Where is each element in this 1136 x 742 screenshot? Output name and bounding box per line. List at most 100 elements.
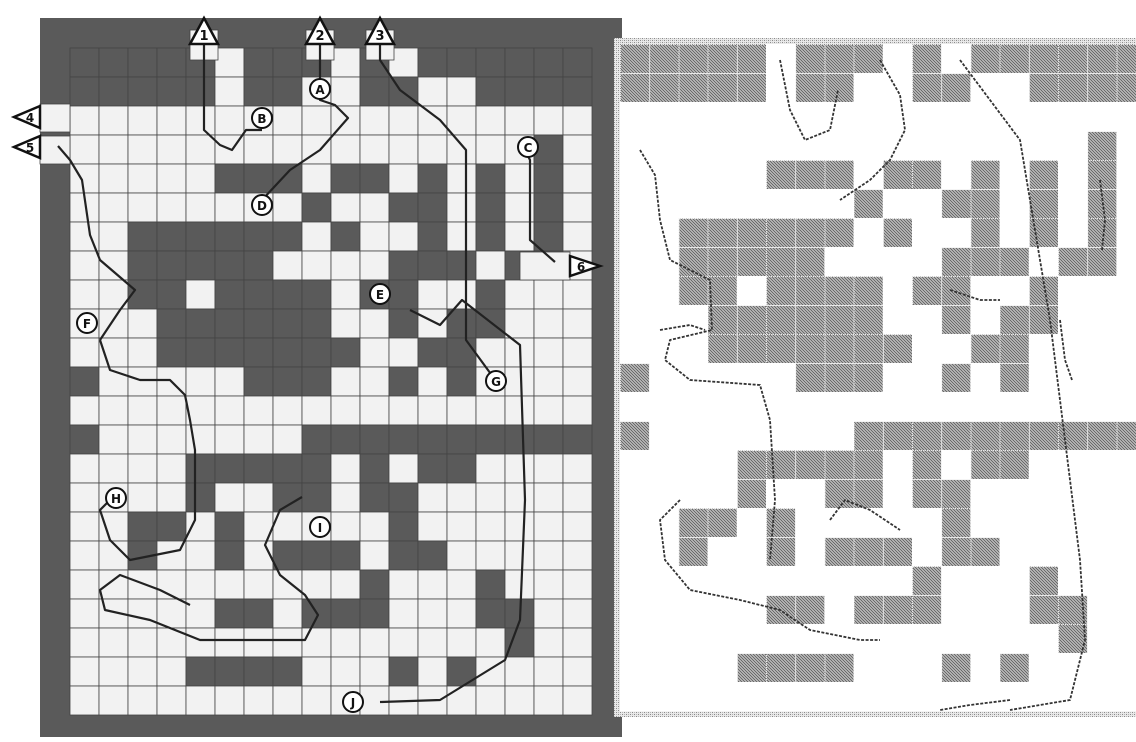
maze-floor-cell xyxy=(447,570,476,599)
maze-floor-cell xyxy=(215,106,244,135)
maze-wall-cell xyxy=(389,425,418,454)
dithered-floor-cell xyxy=(883,508,913,538)
maze-opening xyxy=(40,136,70,164)
dithered-floor-cell xyxy=(766,682,796,712)
maze-floor-cell xyxy=(534,483,563,512)
dithered-floor-cell xyxy=(795,508,825,538)
maze-floor-cell xyxy=(563,657,592,686)
dithered-wall-cell xyxy=(1001,654,1029,682)
maze-wall-cell xyxy=(157,77,186,106)
maze-floor-cell xyxy=(302,251,331,280)
dithered-floor-cell xyxy=(678,682,708,712)
maze-wall-cell xyxy=(360,425,389,454)
svg-text:A: A xyxy=(315,83,325,97)
dithered-floor-cell xyxy=(824,566,854,596)
dithered-wall-cell xyxy=(1088,132,1116,160)
dithered-floor-cell xyxy=(678,479,708,509)
dithered-floor-cell xyxy=(883,102,913,132)
dithered-wall-cell xyxy=(825,306,853,334)
dithered-floor-cell xyxy=(1058,566,1088,596)
dithered-wall-cell xyxy=(650,74,678,102)
maze-floor-cell xyxy=(505,541,534,570)
maze-wall-cell xyxy=(128,251,157,280)
dithered-wall-cell xyxy=(679,45,707,73)
maze-floor-cell xyxy=(70,135,99,164)
dithered-wall-cell xyxy=(738,335,766,363)
dithered-wall-cell xyxy=(855,306,883,334)
maze-floor-cell xyxy=(447,164,476,193)
dithered-wall-cell xyxy=(709,248,737,276)
maze-floor-cell xyxy=(244,570,273,599)
dithered-wall-cell xyxy=(767,277,795,305)
dithered-wall-cell xyxy=(825,480,853,508)
maze-floor-cell xyxy=(99,396,128,425)
maze-wall-cell xyxy=(447,425,476,454)
dithered-wall-cell xyxy=(855,451,883,479)
maze-floor-cell xyxy=(331,135,360,164)
dithered-floor-cell xyxy=(766,566,796,596)
maze-floor-cell xyxy=(563,135,592,164)
maze-wall-cell xyxy=(215,512,244,541)
maze-wall-cell xyxy=(157,48,186,77)
dithered-floor-cell xyxy=(1029,682,1059,712)
dithered-floor-cell xyxy=(678,421,708,451)
dithered-floor-cell xyxy=(620,334,650,364)
maze-floor-cell xyxy=(389,338,418,367)
waypoint-h: H xyxy=(106,488,126,508)
dithered-floor-cell xyxy=(883,305,913,335)
dithered-floor-cell xyxy=(1000,276,1030,306)
dithered-wall-cell xyxy=(1001,45,1029,73)
dithered-floor-cell xyxy=(737,682,767,712)
maze-floor-cell xyxy=(505,512,534,541)
dithered-floor-cell xyxy=(795,682,825,712)
maze-wall-cell xyxy=(186,483,215,512)
maze-floor-cell xyxy=(128,135,157,164)
maze-floor-cell xyxy=(563,541,592,570)
dithered-wall-cell xyxy=(709,509,737,537)
dithered-floor-cell xyxy=(708,392,738,422)
dithered-floor-cell xyxy=(854,73,884,103)
dithered-wall-cell xyxy=(855,480,883,508)
dithered-floor-cell xyxy=(1116,653,1136,683)
dithered-floor-cell xyxy=(1087,363,1117,393)
dithered-wall-cell xyxy=(1088,74,1116,102)
maze-wall-cell xyxy=(244,454,273,483)
maze-floor-cell xyxy=(128,396,157,425)
maze-wall-cell xyxy=(186,77,215,106)
maze-floor-cell xyxy=(128,657,157,686)
maze-wall-cell xyxy=(70,367,99,396)
dithered-wall-cell xyxy=(884,161,912,189)
maze-wall-cell xyxy=(331,541,360,570)
dithered-floor-cell xyxy=(912,363,942,393)
dithered-floor-cell xyxy=(737,392,767,422)
maze-wall-cell xyxy=(505,425,534,454)
maze-floor-cell xyxy=(505,280,534,309)
maze-floor-cell xyxy=(186,135,215,164)
dithered-floor-cell xyxy=(941,566,971,596)
maze-floor-cell xyxy=(563,338,592,367)
maze-wall-cell xyxy=(534,193,563,222)
maze-floor-cell xyxy=(157,454,186,483)
maze-floor-cell xyxy=(215,396,244,425)
maze-wall-cell xyxy=(331,164,360,193)
maze-floor-cell xyxy=(302,628,331,657)
dithered-floor-cell xyxy=(1058,131,1088,161)
dithered-floor-cell xyxy=(1029,479,1059,509)
dithered-floor-cell xyxy=(970,595,1000,625)
maze-floor-cell xyxy=(418,106,447,135)
dithered-floor-cell xyxy=(737,102,767,132)
dithered-wall-cell xyxy=(971,45,999,73)
maze-floor-cell xyxy=(389,222,418,251)
maze-floor-cell xyxy=(563,106,592,135)
dithered-wall-cell xyxy=(767,509,795,537)
maze-wall-cell xyxy=(389,512,418,541)
maze-floor-cell xyxy=(215,193,244,222)
dithered-wall-cell xyxy=(796,219,824,247)
maze-wall-cell xyxy=(418,48,447,77)
maze-wall-cell xyxy=(157,251,186,280)
maze-floor-cell xyxy=(215,425,244,454)
dithered-floor-cell xyxy=(795,102,825,132)
dithered-floor-cell xyxy=(678,595,708,625)
maze-floor-cell xyxy=(186,570,215,599)
dithered-floor-cell xyxy=(1087,624,1117,654)
